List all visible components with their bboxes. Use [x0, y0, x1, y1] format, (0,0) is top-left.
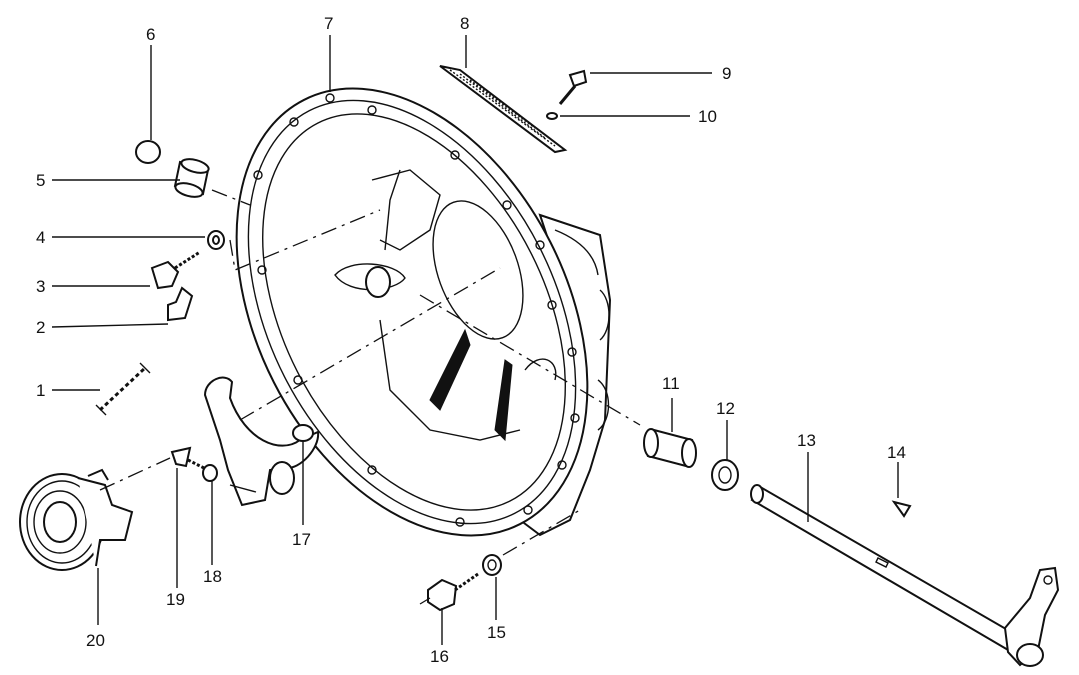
bolt-3 — [150, 250, 201, 290]
spring-1 — [95, 362, 151, 416]
release-bearing-20 — [19, 468, 134, 571]
bolt-16 — [427, 572, 479, 612]
bolt-19 — [170, 446, 205, 470]
label-18: 18 — [203, 567, 222, 586]
seal-12 — [711, 459, 739, 491]
label-13: 13 — [797, 431, 816, 450]
bracket-2 — [167, 286, 194, 322]
label-10: 10 — [698, 107, 717, 126]
label-16: 16 — [430, 647, 449, 666]
washer-18 — [202, 464, 218, 482]
label-2: 2 — [36, 318, 45, 337]
label-8: 8 — [460, 14, 469, 33]
bushing-5 — [173, 158, 210, 198]
label-15: 15 — [487, 623, 506, 642]
assembly-axes — [99, 189, 641, 605]
label-12: 12 — [716, 399, 735, 418]
label-20: 20 — [86, 631, 105, 650]
clutch-housing — [235, 87, 612, 537]
bushing-11 — [643, 428, 697, 468]
label-4: 4 — [36, 228, 45, 247]
label-6: 6 — [146, 25, 155, 44]
label-9: 9 — [722, 64, 731, 83]
release-fork-17 — [203, 376, 320, 507]
inspection-cover-8 — [439, 65, 568, 154]
label-7: 7 — [324, 14, 333, 33]
label-17: 17 — [292, 530, 311, 549]
label-5: 5 — [36, 171, 45, 190]
washer-15 — [482, 554, 502, 576]
label-19: 19 — [166, 590, 185, 609]
cover-screw-9 — [558, 69, 588, 105]
label-11: 11 — [662, 374, 680, 393]
label-3: 3 — [36, 277, 45, 296]
label-1: 1 — [36, 381, 45, 400]
label-14: 14 — [887, 443, 906, 462]
leader-lines — [51, 35, 899, 645]
key-14 — [891, 500, 912, 518]
flange-bolt-holes — [253, 93, 580, 527]
release-shaft-13 — [750, 484, 1060, 667]
plug-6 — [135, 140, 161, 164]
washer-4 — [207, 230, 225, 250]
part-labels: 6 7 8 9 10 5 4 3 2 1 11 12 13 14 17 18 1… — [36, 14, 906, 666]
washer-10 — [546, 112, 558, 120]
